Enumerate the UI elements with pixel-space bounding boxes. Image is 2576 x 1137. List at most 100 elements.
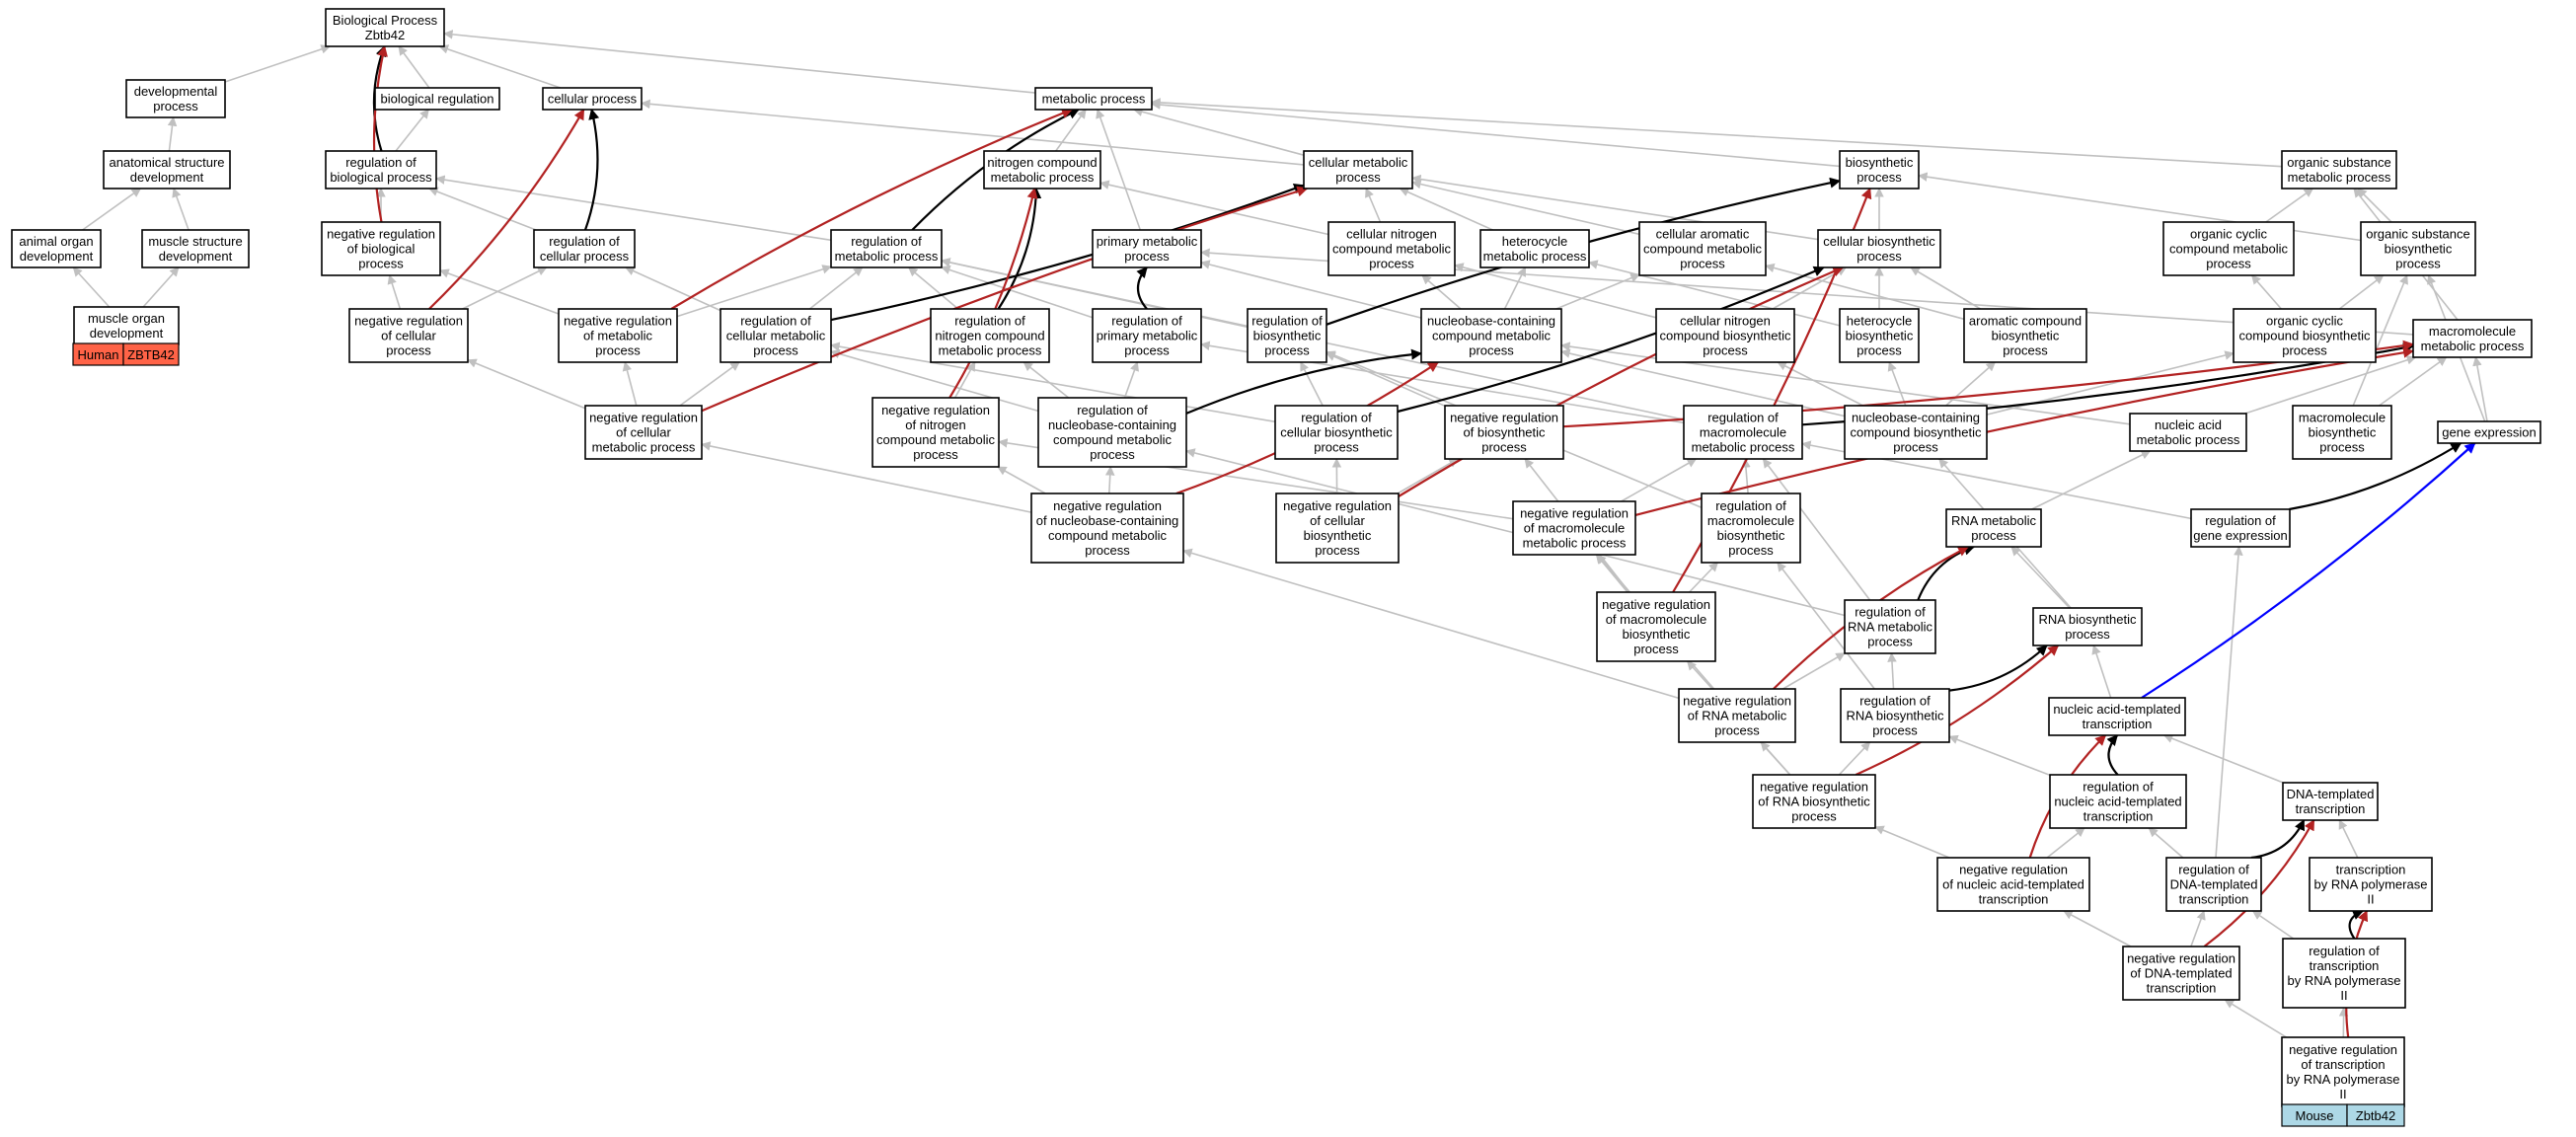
edge-negregcellmeta-to-negregcell [467,358,586,410]
node-label: process [1369,257,1414,271]
node-label: transcription [1979,892,2049,907]
node-label: of metabolic [583,329,653,343]
node-label: regulation of [1111,314,1182,329]
node-label: nitrogen compound [935,329,1044,343]
node-label: process [1893,440,1938,455]
go-term-node-geneexp[interactable]: gene expression [2437,420,2541,444]
go-term-node-metproc[interactable]: metabolic process [1034,87,1153,111]
node-box [2129,413,2247,452]
node-label: process [1856,343,1902,358]
human-species-label: Human [78,347,119,362]
edge-negregbio-to-bp [372,44,388,223]
edge-nucbio-to-cellnitrobio [1777,361,1864,407]
node-box [2032,607,2143,646]
node-label: process [1314,440,1359,455]
node-label: of RNA biosynthetic [1758,795,1870,809]
edge-muscstr-to-anat [172,188,189,231]
go-term-node-regmacbio[interactable]: regulation ofmacromoleculebiosyntheticpr… [1701,493,1801,564]
edge-negregcellmeta-to-cellmeta [701,186,1309,413]
edge-rnabio-to-rnameta [2010,546,2071,609]
node-label: RNA metabolic [1848,620,1932,635]
node-label: transcription [2310,958,2380,973]
node-label: regulation of [549,234,620,249]
edge-orgsub-to-metproc [1151,98,2283,168]
edge-nucmeta-to-primmeta [1200,260,1422,319]
edge-dev-to-bp [224,44,332,83]
edge-nucbio-to-nucmeta [1560,348,1846,417]
go-term-node-biolreg[interactable]: biological regulation [374,87,500,111]
node-box [325,8,445,47]
go-term-node-cellproc[interactable]: cellular process [542,87,643,111]
node-label: process [753,343,798,358]
node-box [1844,599,1936,654]
edge-orgcycbio-to-orgsubbio [2338,274,2385,310]
go-term-node-regnucmeta[interactable]: regulation ofnucleobase-containingcompou… [1037,397,1187,468]
node-label: process [1090,447,1135,462]
node-label: developmental [134,84,218,99]
node-box [1683,405,1803,460]
node-label: metabolic process [2288,170,2391,185]
